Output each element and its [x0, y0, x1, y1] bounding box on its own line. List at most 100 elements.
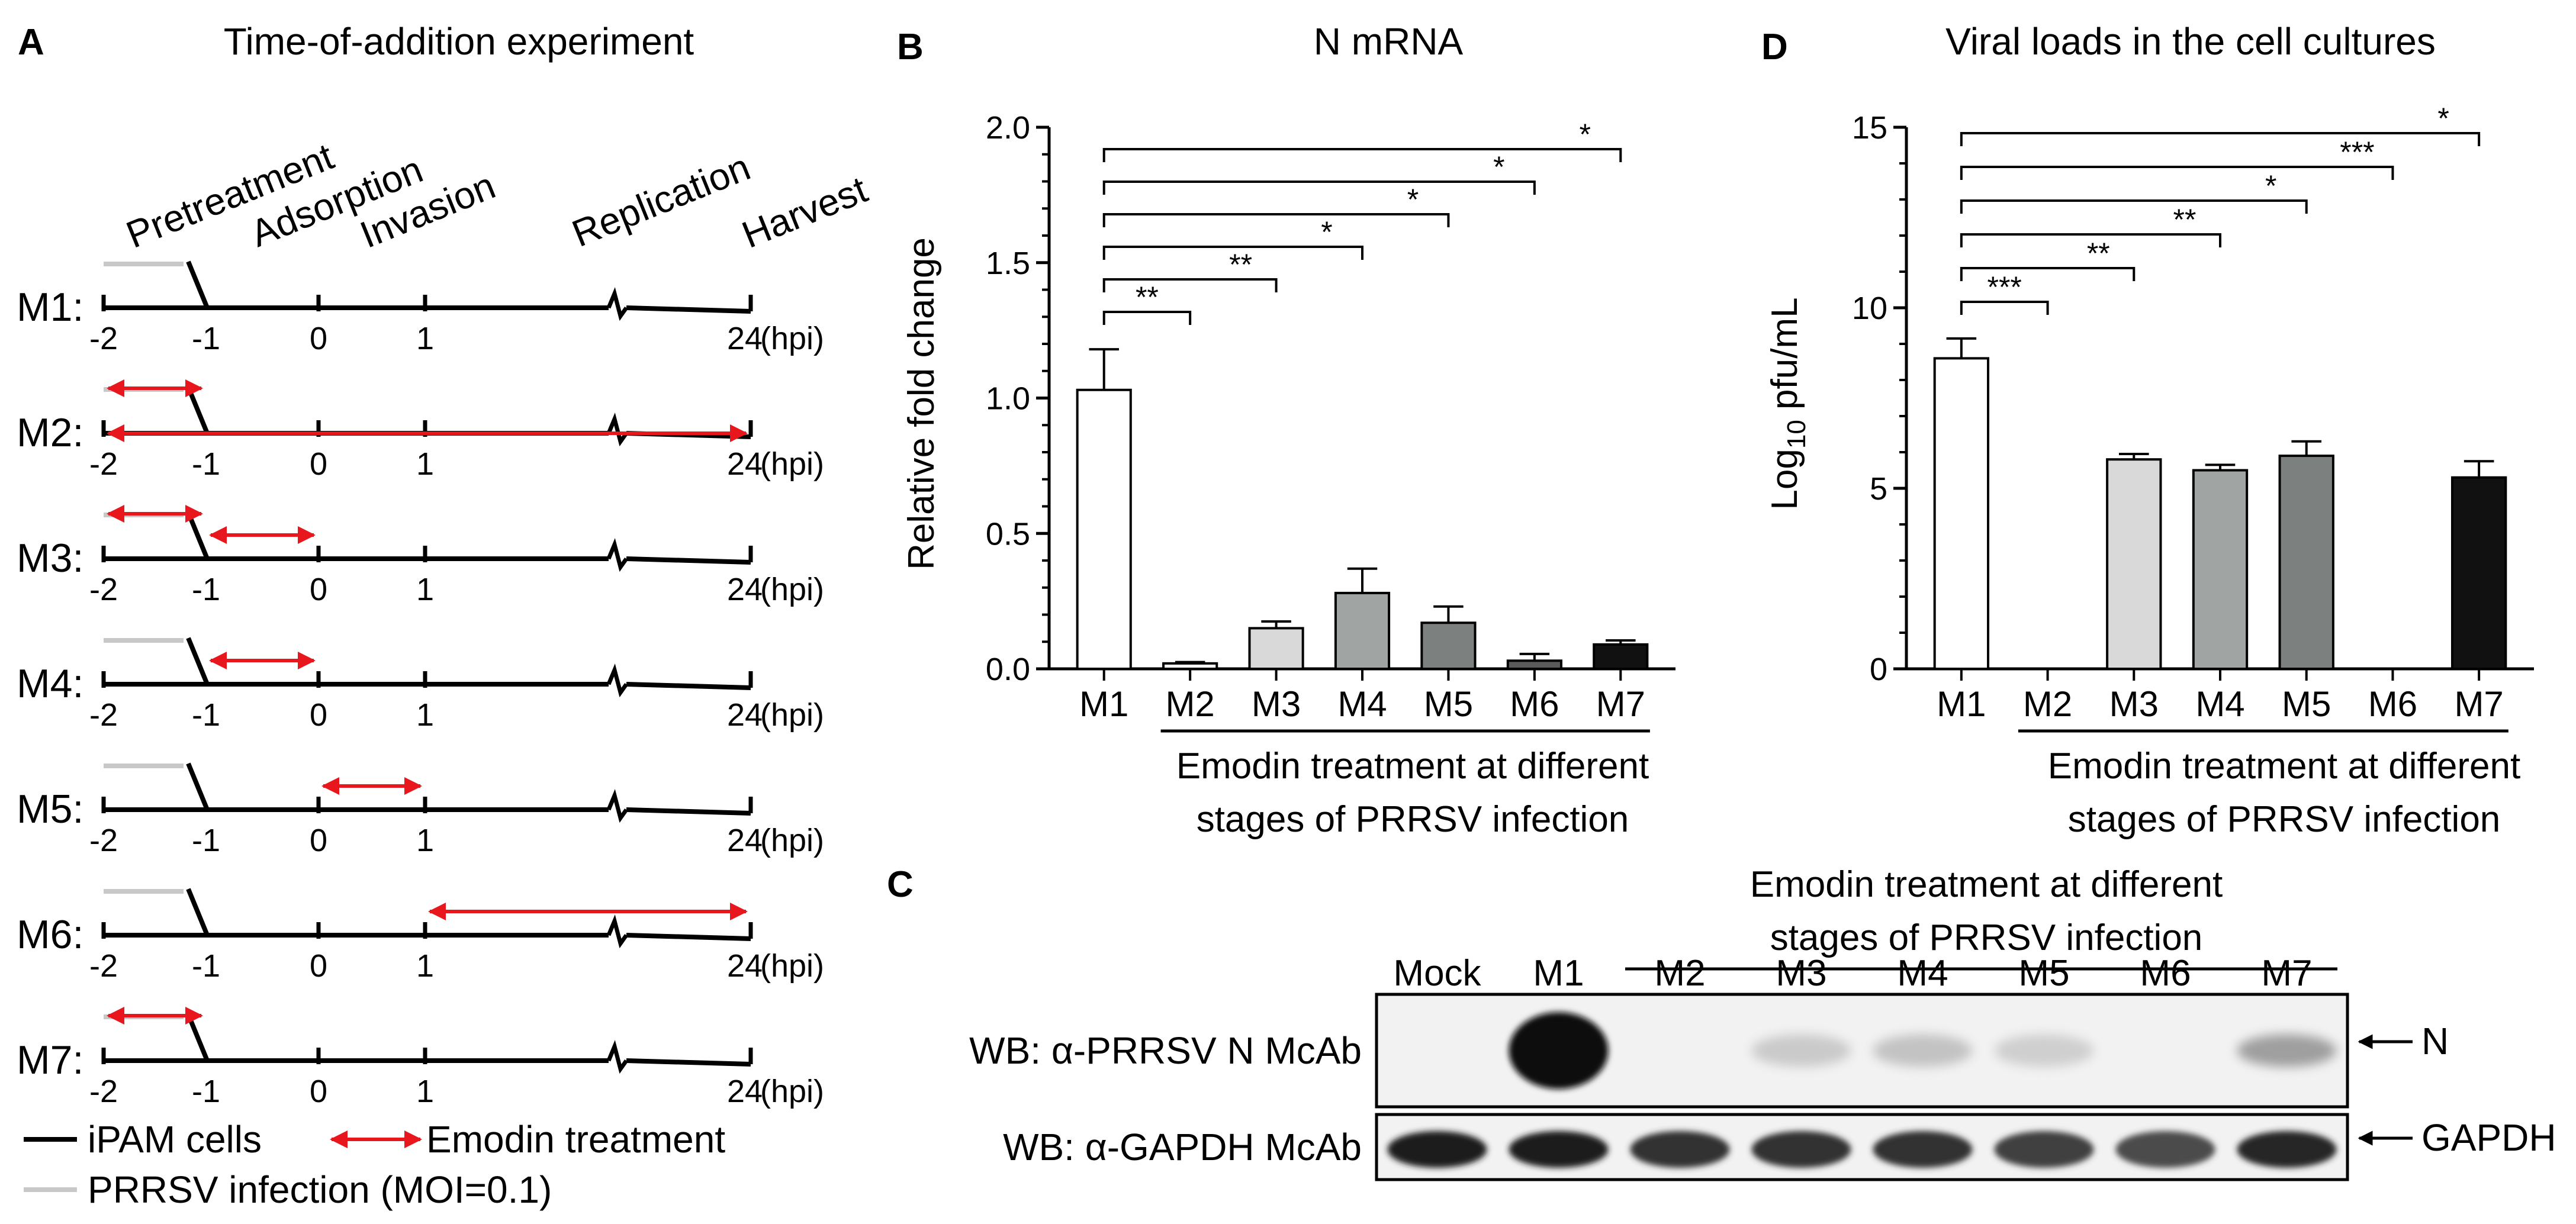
- row-label: M5:: [17, 787, 83, 832]
- timeline-break: [606, 287, 628, 321]
- hpi-label: (hpi): [760, 1074, 824, 1109]
- protein-band: [1994, 1034, 2094, 1067]
- band-marker-label: GAPDH: [2421, 1116, 2556, 1159]
- time-label: -1: [192, 948, 220, 984]
- hpi-label: (hpi): [760, 572, 824, 607]
- category-label: M1: [1079, 684, 1128, 724]
- time-label: 24: [727, 697, 763, 733]
- cells-addition-line: [186, 511, 210, 560]
- bar: [1420, 621, 1477, 670]
- time-label: 1: [416, 1074, 434, 1109]
- time-label: 24: [727, 321, 763, 356]
- panel-d: D Viral loads in the cell cultures Log10…: [1761, 20, 2534, 840]
- x-axis-caption-line2: stages of PRRSV infection: [2068, 799, 2501, 840]
- x-axis-caption-line1: Emodin treatment at different: [1176, 746, 1649, 787]
- time-label: 0: [310, 823, 327, 858]
- significance-label: ***: [2340, 136, 2374, 169]
- time-label: 24: [727, 948, 763, 984]
- significance-label: **: [2087, 237, 2110, 270]
- significance-bracket: [1102, 148, 1622, 162]
- significance-label: **: [1229, 248, 1252, 281]
- cells-addition-line: [186, 762, 210, 811]
- legend-prrsv-label: PRRSV infection (MOI=0.1): [88, 1168, 552, 1211]
- cells-addition-line: [186, 637, 210, 685]
- time-label: -1: [192, 1074, 220, 1109]
- protein-band: [1387, 1131, 1487, 1168]
- timeline-break: [606, 538, 628, 572]
- row-label: M3:: [17, 536, 83, 581]
- significance-bracket: [1960, 267, 2136, 281]
- category-label: M4: [1337, 684, 1387, 724]
- time-label: -1: [192, 446, 220, 482]
- row-label: M7:: [17, 1038, 83, 1083]
- significance-bracket: [1102, 213, 1450, 227]
- time-label: -1: [192, 321, 220, 356]
- time-label: -2: [89, 572, 118, 607]
- significance-bracket: [1960, 233, 2221, 247]
- protein-band: [1873, 1034, 1973, 1067]
- chart-title: N mRNA: [1314, 20, 1464, 63]
- band-marker-label: N: [2421, 1020, 2449, 1062]
- category-label: M5: [1424, 684, 1473, 724]
- significance-bracket: [1960, 132, 2481, 146]
- time-label: -2: [89, 446, 118, 482]
- y-tick-label: 2.0: [986, 110, 1030, 146]
- panel-d-letter: D: [1761, 27, 1788, 67]
- hpi-label: (hpi): [760, 446, 824, 482]
- bar: [2278, 455, 2334, 670]
- stage-labels: Pretreatment Adsorption Invasion Replica…: [120, 135, 873, 256]
- y-tick-label: 0.0: [986, 652, 1030, 687]
- significance-bracket: [1960, 199, 2308, 214]
- blot-antibody-label: WB: α-PRRSV N McAb: [969, 1029, 1362, 1072]
- western-header-line2: stages of PRRSV infection: [1770, 917, 2203, 958]
- timeline-break: [606, 914, 628, 949]
- protein-band: [1994, 1131, 2094, 1168]
- lane-label: M5: [2018, 953, 2069, 994]
- bar: [2106, 458, 2162, 670]
- bar: [1248, 627, 1304, 670]
- cells-addition-line: [186, 386, 210, 434]
- x-axis-caption-line2: stages of PRRSV infection: [1197, 799, 1629, 840]
- y-tick-label: 0.5: [986, 516, 1030, 552]
- significance-label: **: [1136, 281, 1159, 314]
- category-label: M6: [1510, 684, 1559, 724]
- category-label: M4: [2195, 684, 2244, 724]
- lane-label: M7: [2261, 953, 2312, 994]
- time-label: 24: [727, 1074, 763, 1109]
- significance-bracket: [1960, 301, 2049, 315]
- legend-emodin-label: Emodin treatment: [426, 1118, 725, 1161]
- time-label: 0: [310, 697, 327, 733]
- time-label: -2: [89, 823, 118, 858]
- bar: [1076, 388, 1132, 671]
- significance-label: **: [2173, 203, 2196, 236]
- category-label: M7: [2454, 684, 2503, 724]
- significance-bracket: [1102, 246, 1363, 260]
- lane-label: M4: [1897, 953, 1948, 994]
- time-label: 1: [416, 948, 434, 984]
- category-label: M3: [2109, 684, 2159, 724]
- protein-band: [1509, 1131, 1609, 1168]
- bar: [1933, 357, 1990, 670]
- bar: [2192, 469, 2249, 670]
- row-label: M1:: [17, 285, 83, 330]
- panel-c-letter: C: [887, 864, 914, 905]
- cells-timeline: [626, 556, 751, 565]
- category-label: M2: [2023, 684, 2072, 724]
- panel-a-title: Time-of-addition experiment: [224, 20, 694, 63]
- legend-cells-label: iPAM cells: [88, 1118, 262, 1161]
- time-label: 0: [310, 1074, 327, 1109]
- y-tick-label: 0: [1870, 652, 1887, 687]
- panel-b: B N mRNA Relative fold change 0.00.51.01…: [897, 20, 1675, 840]
- significance-bracket: [1960, 166, 2394, 180]
- cells-timeline: [626, 305, 751, 314]
- bar: [1593, 643, 1649, 670]
- cells-timeline: [626, 1058, 751, 1067]
- bar: [2450, 476, 2507, 670]
- cells-timeline: [626, 933, 751, 941]
- significance-label: *: [1321, 215, 1332, 249]
- row-label: M2:: [17, 410, 83, 455]
